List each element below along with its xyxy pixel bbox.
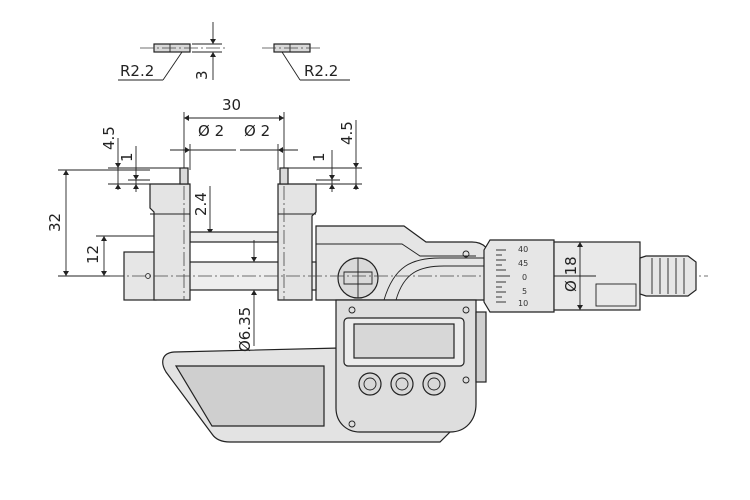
height-total-label: 32 <box>46 213 64 232</box>
spindle-assembly <box>110 167 708 301</box>
spindle-diameter-dimension <box>251 240 257 346</box>
button-left <box>358 372 382 396</box>
jaw-right <box>277 183 317 301</box>
thimble-knurl <box>595 283 637 307</box>
tip-length-right-label: 4.5 <box>338 121 356 145</box>
scale-10: 10 <box>518 299 528 308</box>
tip-detail-left <box>118 22 225 81</box>
tip-length-right-dimension <box>284 120 362 192</box>
button-center <box>390 372 414 396</box>
tip-left <box>179 167 189 185</box>
button-right <box>422 372 446 396</box>
gap-label: 30 <box>222 96 241 114</box>
tip-length-left-dimension <box>108 138 185 192</box>
thimble-diameter-dimension <box>577 242 583 310</box>
tip-dia-right-label: Ø 2 <box>244 122 270 140</box>
thimble <box>483 239 697 313</box>
tip-offset-right-label: 1 <box>310 152 328 162</box>
height-axis-label: 12 <box>84 245 102 264</box>
tip-length-left-label: 4.5 <box>100 126 118 150</box>
tip-diameter-dimension <box>170 144 298 170</box>
tip-right <box>279 167 289 185</box>
spindle-dia-label: Ø6.35 <box>236 307 254 352</box>
scale-0: 0 <box>522 273 527 282</box>
jaw-depth-label: 2.4 <box>192 192 210 216</box>
scale-45: 45 <box>518 259 528 268</box>
scale-5: 5 <box>522 287 527 296</box>
jaw-left <box>149 183 191 301</box>
lock-knob <box>337 257 379 299</box>
tip-detail-right <box>262 43 350 81</box>
gap-dimension <box>183 112 285 170</box>
lcd-screen <box>353 323 455 359</box>
thimble-dia-label: Ø 18 <box>562 256 580 292</box>
tip-offset-left-label: 1 <box>118 152 136 162</box>
tip-dia-left-label: Ø 2 <box>198 122 224 140</box>
tip-radius-left-label: R2.2 <box>120 62 154 80</box>
frame-inlay <box>174 365 325 427</box>
tip-thickness-label: 3 <box>193 70 211 80</box>
scale-40: 40 <box>518 245 528 254</box>
micrometer-frame <box>162 225 491 443</box>
tip-radius-right-label: R2.2 <box>304 62 338 80</box>
